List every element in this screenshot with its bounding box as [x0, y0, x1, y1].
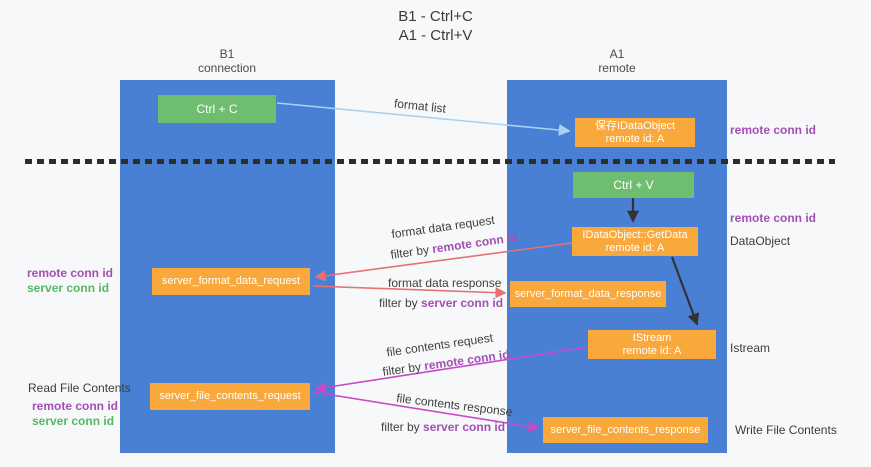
edge-label-filter-by-server-2: filter by server conn id	[381, 420, 505, 434]
edge-label-file-contents-response: file contents response	[395, 390, 514, 420]
column-b1-name: B1	[219, 47, 235, 61]
node-istream-line1: IStream	[632, 331, 672, 344]
node-ctrl-v: Ctrl + V	[573, 172, 694, 198]
title-line-1: B1 - Ctrl+C	[398, 8, 473, 25]
filter-by-keyword-2: server conn id	[421, 296, 504, 310]
filter-by-prefix-4: filter by	[381, 420, 424, 434]
session-divider-dashed-line	[25, 159, 835, 164]
edge-label-filter-by-server-1: filter by server conn id	[379, 296, 503, 310]
column-header-a1: A1 remote	[537, 47, 697, 75]
node-server-file-contents-request: server_file_contents_request	[150, 383, 310, 410]
node-ctrl-c: Ctrl + C	[158, 95, 276, 123]
filter-by-prefix-1: filter by	[389, 242, 434, 262]
label-dataobject: DataObject	[730, 234, 791, 248]
node-istream: IStream remote id: A	[588, 330, 716, 359]
column-header-b1: B1 connection	[147, 47, 307, 75]
node-ctrl-v-label: Ctrl + V	[613, 178, 654, 192]
edge-label-format-list: format list	[393, 96, 447, 116]
node-server-format-data-request: server_format_data_request	[152, 268, 310, 295]
node-idataobject-getdata: IDataObject::GetData remote id: A	[572, 227, 698, 256]
label-remote-conn-id-right-1: remote conn id	[730, 123, 817, 137]
edge-label-format-data-response: format data response	[388, 276, 502, 290]
node-getdata-line1: IDataObject::GetData	[582, 228, 688, 241]
node-istream-line2: remote id: A	[622, 344, 682, 357]
label-server-conn-id-left-2: server conn id	[32, 414, 115, 428]
node-save-idataobject: 保存IDataObject remote id: A	[575, 118, 695, 147]
filter-by-keyword-4: server conn id	[423, 420, 506, 434]
filter-by-prefix-2: filter by	[379, 296, 422, 310]
label-read-file-contents: Read File Contents	[28, 381, 131, 395]
label-istream: Istream	[730, 341, 771, 355]
label-server-conn-id-left-1: server conn id	[27, 281, 110, 295]
filter-by-prefix-3: filter by	[381, 359, 426, 379]
node-getdata-line2: remote id: A	[605, 241, 665, 254]
label-write-file-contents: Write File Contents	[735, 423, 837, 437]
title-line-2: A1 - Ctrl+V	[398, 27, 473, 44]
label-remote-conn-id-left-1: remote conn id	[27, 266, 114, 280]
diagram-title: B1 - Ctrl+C A1 - Ctrl+V	[0, 7, 871, 45]
node-server-format-data-response-label: server_format_data_response	[514, 287, 662, 300]
node-server-format-data-request-label: server_format_data_request	[161, 275, 301, 287]
column-a1-name: A1	[609, 47, 625, 61]
column-a1-subtitle: remote	[598, 61, 636, 75]
filter-by-keyword-1: remote conn id	[431, 230, 519, 256]
node-save-idataobject-line2: remote id: A	[605, 132, 665, 145]
label-remote-conn-id-right-2: remote conn id	[730, 211, 817, 225]
column-b1-subtitle: connection	[197, 61, 257, 75]
label-remote-conn-id-left-2: remote conn id	[32, 399, 119, 413]
node-server-file-contents-response-label: server_file_contents_response	[550, 423, 701, 436]
node-ctrl-c-label: Ctrl + C	[196, 102, 238, 116]
node-server-file-contents-request-label: server_file_contents_request	[159, 390, 301, 402]
node-save-idataobject-line1: 保存IDataObject	[594, 119, 676, 132]
node-server-file-contents-response: server_file_contents_response	[543, 417, 708, 443]
node-server-format-data-response: server_format_data_response	[510, 281, 666, 307]
